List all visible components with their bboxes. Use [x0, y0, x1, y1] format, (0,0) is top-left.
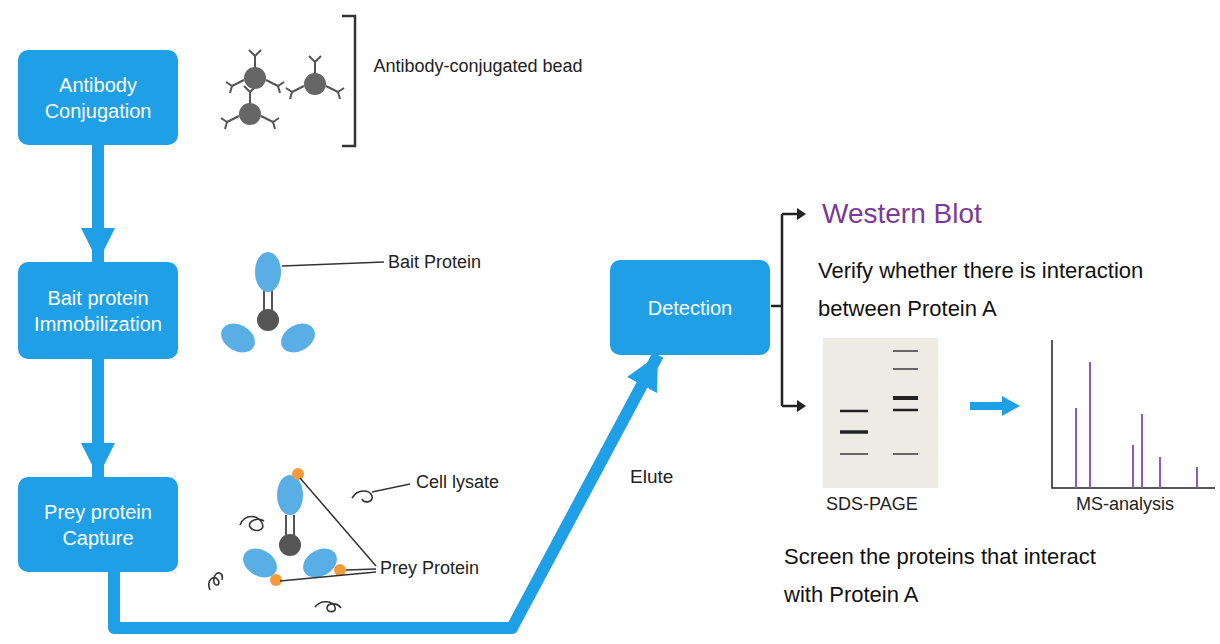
arrowhead: [797, 400, 806, 412]
leader-line: [282, 262, 384, 266]
illustration-part: [1089, 362, 1091, 488]
annotation-label: MS-analysis: [1076, 492, 1216, 516]
illustration-part: [893, 409, 918, 412]
process-box: Bait protein Immobilization: [18, 262, 178, 359]
illustration-part: [279, 534, 301, 556]
box-label: Detection: [648, 295, 733, 321]
illustration-part: [1132, 445, 1134, 488]
illustration-part: [1196, 467, 1198, 488]
ms-peak: [1076, 362, 1197, 488]
illustration-part: [280, 572, 376, 581]
illustration-part: [216, 318, 260, 359]
flow-arrow: [114, 355, 658, 628]
process-box: Antibody Conjugation: [18, 50, 178, 145]
box-label: Prey protein Capture: [28, 499, 168, 551]
illustration-part: [1141, 414, 1143, 488]
process-box: Detection: [610, 260, 770, 355]
illustration-part: [334, 564, 346, 576]
annotation-label: Bait Protein: [388, 250, 548, 274]
gel-band: [840, 351, 918, 454]
illustration-part: [271, 290, 273, 312]
annotation-label: SDS-PAGE: [826, 492, 956, 516]
illustration-part: [226, 50, 284, 93]
illustration-part: [300, 478, 376, 566]
illustration-part: [893, 350, 918, 352]
annotation-label: Western Blot: [822, 194, 1122, 234]
illustration-part: [277, 475, 303, 515]
illustration-part: [286, 56, 344, 99]
lysate-squiggle: [209, 491, 372, 612]
bracket: [342, 16, 355, 146]
gel: [823, 338, 938, 488]
bead: [244, 67, 266, 89]
illustration-part: [257, 309, 279, 331]
annotation-label: Verify whether there is interaction betw…: [818, 252, 1213, 328]
illustration-part: [209, 573, 222, 590]
box-label: Antibody Conjugation: [28, 72, 168, 124]
illustration-part: [221, 86, 279, 129]
chart-axis: [1052, 340, 1215, 488]
flow-arrow: [970, 402, 1004, 410]
illustration-part: [293, 515, 295, 537]
illustration-part: [840, 453, 868, 455]
illustration-part: [893, 453, 918, 455]
bead: [304, 73, 326, 95]
bead: [239, 103, 261, 125]
illustration-part: [255, 252, 281, 292]
illustration-part: [893, 396, 918, 400]
illustration-part: [346, 569, 376, 570]
illustration-part: [840, 410, 868, 413]
flow-arrow: [92, 359, 104, 477]
illustration-part: [285, 515, 287, 537]
box-label: Bait protein Immobilization: [28, 285, 168, 337]
illustration-part: [1075, 408, 1077, 488]
arrowhead: [1002, 396, 1020, 416]
illustration-part: [240, 517, 264, 531]
illustration-part: [315, 602, 341, 612]
process-box: Prey protein Capture: [18, 477, 178, 572]
edge-label: Elute: [628, 466, 675, 488]
illustration-part: [771, 214, 798, 406]
prey-capture-shape: [238, 468, 346, 586]
antibody-bead: [221, 50, 344, 129]
illustration-part: [840, 430, 868, 434]
flow-arrow: [92, 145, 104, 262]
illustration-part: [270, 574, 282, 586]
illustration-part: [1159, 457, 1161, 488]
split-bracket: [771, 214, 798, 406]
annotation-label: Antibody-conjugated bead: [368, 54, 588, 78]
illustration-part: [263, 290, 265, 312]
bait-protein-shape: [216, 252, 320, 358]
illustration-part: [352, 491, 372, 502]
illustration-part: [893, 368, 918, 370]
illustration-part: [276, 318, 320, 359]
annotation-label: Screen the proteins that interact with P…: [784, 538, 1114, 614]
annotation-label: Cell lysate: [416, 470, 556, 494]
arrowhead: [797, 208, 806, 220]
illustration-part: [292, 468, 304, 480]
annotation-label: Prey Protein: [380, 556, 530, 580]
illustration-part: [372, 484, 410, 492]
